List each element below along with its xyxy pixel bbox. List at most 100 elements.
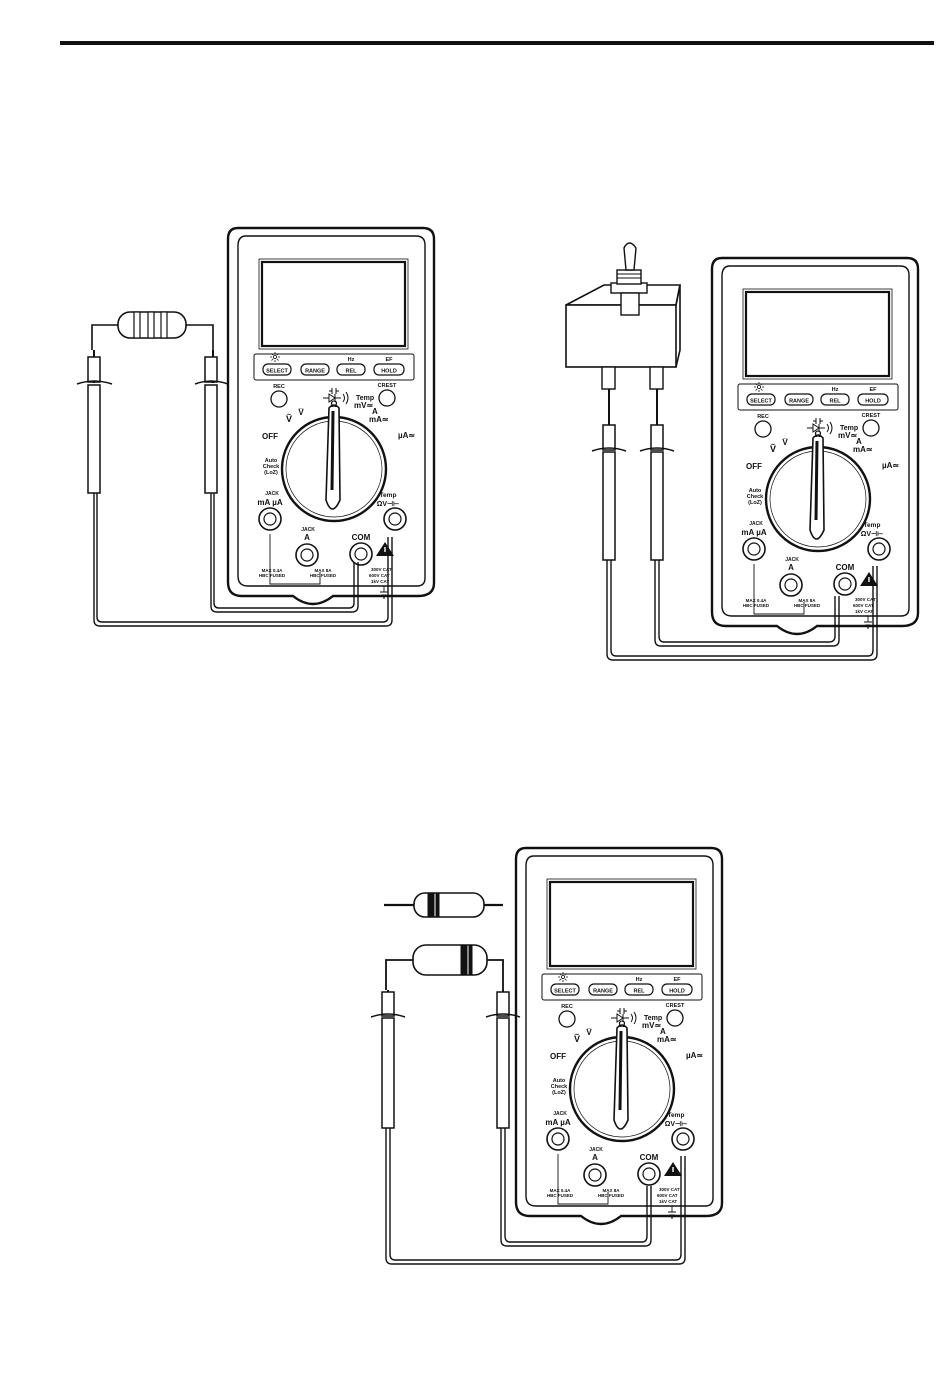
- v-dc-label: V̅: [298, 408, 304, 417]
- off-label: OFF: [746, 462, 762, 471]
- cat-rating: 1kV CAT: [659, 1199, 677, 1204]
- a-jack-label: A: [788, 563, 794, 572]
- mv-label: mV≃: [354, 401, 373, 410]
- ua-dial-label: µA≃: [882, 461, 899, 470]
- crest-label: CREST: [666, 1003, 685, 1009]
- off-label: OFF: [262, 432, 278, 441]
- temp-jack-label: Temp: [668, 1112, 685, 1119]
- hz-tag: Hz: [348, 357, 355, 363]
- fuse-note: MAX 0.4A: [262, 568, 284, 573]
- mv-label: mV≃: [838, 431, 857, 440]
- crest-label: CREST: [378, 383, 397, 389]
- jack-tag: JACK: [749, 521, 763, 527]
- toggle-switch-fig2: [565, 242, 878, 661]
- cat-rating: 600V CAT: [369, 573, 390, 578]
- diode-continuity-icon: [323, 388, 349, 405]
- hz-tag: Hz: [832, 387, 839, 393]
- jack-tag: JACK: [301, 527, 315, 533]
- crest-label: CREST: [862, 413, 881, 419]
- rec-label: REC: [757, 414, 769, 420]
- fuse-note: HBC FUSED: [743, 603, 770, 608]
- ohm-label: Ω: [618, 1019, 625, 1029]
- rec-label: REC: [561, 1004, 573, 1010]
- fuse-note: HBC FUSED: [259, 573, 286, 578]
- a-jack-label: A: [304, 533, 310, 542]
- a-dial-label: A: [856, 437, 862, 446]
- hold-button-label: HOLD: [865, 399, 881, 405]
- jack-tag: JACK: [785, 557, 799, 563]
- ohm-v-jack-label: ΩV⊣⊢: [665, 1120, 687, 1128]
- diode-continuity-icon: [807, 418, 833, 435]
- autocheck-label: Check: [747, 494, 764, 500]
- temp-dial-label: Temp: [356, 395, 374, 402]
- cat-rating: 300V CAT: [371, 567, 392, 572]
- hold-button-label: HOLD: [669, 989, 685, 995]
- temp-jack-label: Temp: [864, 522, 881, 529]
- off-label: OFF: [550, 1052, 566, 1061]
- v-dc-label: V̅: [586, 1028, 592, 1037]
- cat-rating: 600V CAT: [657, 1193, 678, 1198]
- ua-dial-label: µA≃: [398, 431, 415, 440]
- autocheck-label: (LoZ): [552, 1090, 566, 1096]
- ohm-v-jack-label: ΩV⊣⊢: [861, 530, 883, 538]
- diode-continuity-icon: [611, 1008, 637, 1025]
- cat-rating: 300V CAT: [659, 1187, 680, 1192]
- ma-dial-label: mA≃: [369, 415, 389, 424]
- cat-rating: 1kV CAT: [855, 609, 873, 614]
- rel-button-label: REL: [346, 369, 358, 375]
- ef-tag: EF: [385, 357, 393, 363]
- fuse-note: MAX 8A: [798, 598, 816, 603]
- ohm-v-jack-label: ΩV⊣⊢: [377, 500, 399, 508]
- rec-label: REC: [273, 384, 285, 390]
- v-dc-label: V̅: [782, 438, 788, 447]
- a-jack-label: A: [592, 1153, 598, 1162]
- autocheck-label: Check: [263, 464, 280, 470]
- fuse-note: HBC FUSED: [547, 1193, 574, 1198]
- fuse-note: HBC FUSED: [794, 603, 821, 608]
- ef-tag: EF: [673, 977, 681, 983]
- fuse-note: MAX 8A: [602, 1188, 620, 1193]
- com-jack-label: COM: [352, 533, 371, 542]
- autocheck-label: Check: [551, 1084, 568, 1090]
- temp-jack-label: Temp: [380, 492, 397, 499]
- ohm-label: Ω: [330, 399, 337, 409]
- hold-button-label: HOLD: [381, 369, 397, 375]
- ua-dial-label: µA≃: [686, 1051, 703, 1060]
- select-button-label: SELECT: [750, 399, 772, 405]
- rel-button-label: REL: [830, 399, 842, 405]
- autocheck-label: (LoZ): [264, 470, 278, 476]
- fuse-note: MAX 0.4A: [550, 1188, 572, 1193]
- fuse-note: HBC FUSED: [598, 1193, 625, 1198]
- ma-ua-jack-label: mA µA: [257, 498, 282, 507]
- range-button-label: RANGE: [789, 399, 809, 405]
- select-button-label: SELECT: [554, 989, 576, 995]
- a-dial-label: A: [372, 407, 378, 416]
- cat-rating: 600V CAT: [853, 603, 874, 608]
- fuse-note: HBC FUSED: [310, 573, 337, 578]
- range-button-label: RANGE: [305, 369, 325, 375]
- range-button-label: RANGE: [593, 989, 613, 995]
- v-ac-label: Ṽ: [574, 1034, 580, 1044]
- jack-tag: JACK: [265, 491, 279, 497]
- autocheck-label: (LoZ): [748, 500, 762, 506]
- jack-tag: JACK: [553, 1111, 567, 1117]
- cat-rating: 1kV CAT: [371, 579, 389, 584]
- header-rule: [60, 41, 934, 45]
- fuse-note: MAX 8A: [314, 568, 332, 573]
- resistor-leads-fig1: [76, 311, 393, 627]
- jack-tag: JACK: [589, 1147, 603, 1153]
- cat-rating: 300V CAT: [855, 597, 876, 602]
- select-button-label: SELECT: [266, 369, 288, 375]
- mv-label: mV≃: [642, 1021, 661, 1030]
- ma-dial-label: mA≃: [853, 445, 873, 454]
- rel-button-label: REL: [634, 989, 646, 995]
- ma-ua-jack-label: mA µA: [741, 528, 766, 537]
- v-ac-label: Ṽ: [286, 414, 292, 424]
